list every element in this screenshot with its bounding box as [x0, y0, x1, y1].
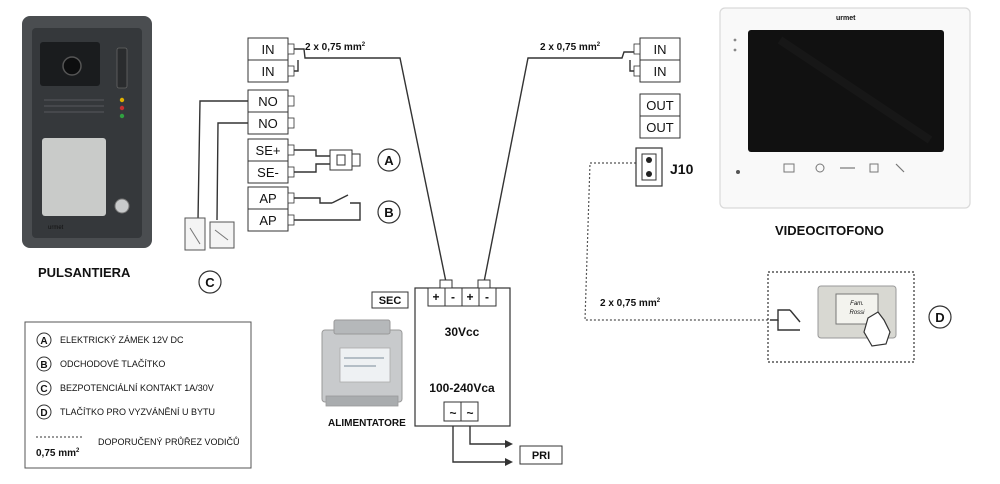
marker-d-circle [928, 305, 952, 329]
marker-a: A [384, 153, 394, 168]
monitor: urmet [719, 7, 971, 209]
legend-markers [36, 332, 52, 420]
psu-ac-1: ~ [449, 406, 456, 420]
terminal-ap-1: AP [259, 191, 276, 206]
panel-label: PULSANTIERA [38, 265, 131, 280]
terminal-se-minus: SE- [257, 165, 279, 180]
psu-plus-2: + [466, 290, 473, 304]
terminal-ap-2: AP [259, 213, 276, 228]
door-panel: urmet [22, 16, 152, 248]
monitor-label: VIDEOCITOFONO [775, 223, 884, 238]
terminal-no-2: NO [258, 116, 278, 131]
marker-c: C [205, 275, 215, 290]
legend-text-c: BEZPOTENCIÁLNÍ KONTAKT 1A/30V [60, 383, 214, 393]
legend-marker-d: D [40, 408, 47, 419]
legend-text-a: ELEKTRICKÝ ZÁMEK 12V DC [60, 335, 184, 345]
dotted-wire-j10 [584, 162, 770, 321]
wire-label-j10: 2 x 0,75 mm2 [600, 298, 661, 309]
sec-box [371, 291, 409, 309]
marker-d: D [935, 310, 944, 325]
legend-text-d: TLAČÍTKO PRO VYZVÁNĚNÍ U BYTU [60, 407, 215, 417]
monitor-terminal-out-1: OUT [646, 98, 674, 113]
marker-b-circle [377, 200, 401, 224]
legend-marker-b: B [40, 360, 47, 371]
panel-brand: urmet [48, 225, 64, 231]
marker-b: B [384, 205, 393, 220]
psu-input: 100-240Vca [429, 381, 495, 395]
sec-label: SEC [379, 295, 402, 307]
monitor-terminal-strip [633, 37, 681, 139]
contact-icon [184, 217, 235, 251]
legend-marker-c: C [40, 384, 47, 395]
call-button-box [767, 271, 915, 363]
psu-picture [321, 319, 403, 407]
legend-marker-a: A [40, 336, 47, 347]
monitor-terminal-in-1: IN [654, 42, 667, 57]
psu-minus-2: - [485, 290, 489, 304]
psu-plus-1: + [432, 290, 439, 304]
legend-text-b: ODCHODOVÉ TLAČÍTKO [60, 359, 165, 369]
monitor-brand: urmet [836, 15, 856, 22]
terminal-in-1: IN [262, 42, 275, 57]
monitor-terminal-in-2: IN [654, 64, 667, 79]
wire-label-right: 2 x 0,75 mm2 [540, 42, 601, 53]
call-button-picture [817, 285, 897, 347]
wire-label-left: 2 x 0,75 mm2 [305, 42, 366, 53]
marker-a-circle [377, 148, 401, 172]
psu-output: 30Vcc [445, 325, 480, 339]
j10-connector-icon [635, 147, 663, 187]
button-text-2: Rossi [849, 310, 865, 316]
wires [197, 48, 634, 463]
panel-terminal-strip [247, 37, 295, 232]
legend-wire-text: DOPORUČENÝ PRŮŘEZ VODIČŮ [98, 436, 240, 447]
power-supply [414, 279, 511, 427]
call-button-switch-icon [770, 309, 801, 331]
button-text-1: Fam. [850, 301, 864, 307]
psu-minus-1: - [451, 290, 455, 304]
j10-label: J10 [670, 161, 694, 177]
pri-box [519, 445, 563, 465]
pri-label: PRI [532, 450, 550, 462]
monitor-terminal-out-2: OUT [646, 120, 674, 135]
legend-box [24, 321, 252, 469]
terminal-se-plus: SE+ [256, 143, 281, 158]
arrow-head-2 [505, 440, 513, 448]
arrow-head-1 [505, 458, 513, 466]
terminal-no-1: NO [258, 94, 278, 109]
terminal-in-2: IN [262, 64, 275, 79]
legend-wire-value: 0,75 mm2 [36, 448, 80, 459]
psu-label: ALIMENTATORE [328, 418, 406, 429]
psu-ac-2: ~ [466, 406, 473, 420]
electric-lock-icon [329, 149, 361, 171]
marker-c-circle [198, 270, 222, 294]
